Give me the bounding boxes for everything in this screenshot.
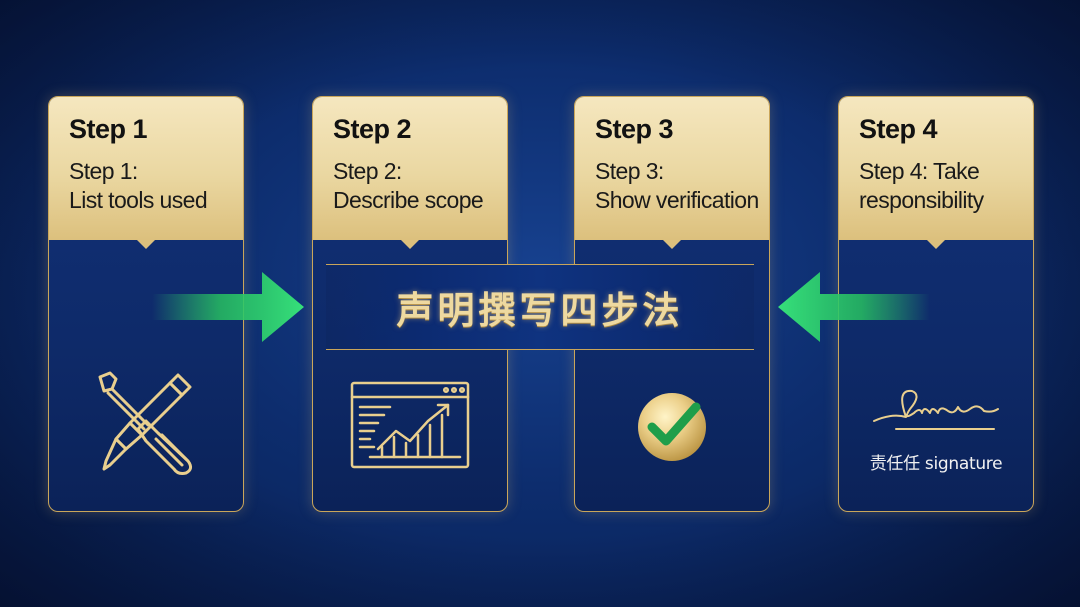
step-card-4-header: Step 4 Step 4: Take responsibility <box>839 97 1033 249</box>
step-2-desc-line-1: Step 2: <box>333 158 402 184</box>
step-1-description: Step 1: List tools used <box>69 157 243 215</box>
step-3-description: Step 3: Show verification <box>595 157 769 215</box>
checkmark-icon <box>575 385 769 465</box>
arrow-right-icon <box>152 268 308 350</box>
title-banner: 声明撰写四步法 <box>326 264 754 350</box>
arrow-left-icon <box>774 268 930 350</box>
step-1-desc-line-2: List tools used <box>69 187 208 213</box>
signature-icon <box>839 383 1033 439</box>
step-card-1-header: Step 1 Step 1: List tools used <box>49 97 243 249</box>
step-4-title: Step 4 <box>859 114 938 144</box>
step-3-title: Step 3 <box>595 114 674 144</box>
step-card-3-header: Step 3 Step 3: Show verification <box>575 97 769 249</box>
signature-caption: 责任任 signature <box>869 454 1003 474</box>
banner-title: 声明撰写四步法 <box>396 289 684 332</box>
chart-window-icon <box>313 379 507 471</box>
step-1-title: Step 1 <box>69 114 148 144</box>
step-4-description: Step 4: Take responsibility <box>859 157 1033 215</box>
tools-icon <box>49 369 243 479</box>
step-1-desc-line-1: Step 1: <box>69 158 138 184</box>
step-4-desc-line-1: Step 4: Take <box>859 158 980 184</box>
step-2-desc-line-2: Describe scope <box>333 187 484 213</box>
step-2-description: Step 2: Describe scope <box>333 157 507 215</box>
step-3-desc-line-2: Show verification <box>595 187 759 213</box>
step-2-title: Step 2 <box>333 114 412 144</box>
step-3-desc-line-1: Step 3: <box>595 158 664 184</box>
step-card-2-header: Step 2 Step 2: Describe scope <box>313 97 507 249</box>
step-4-desc-line-2: responsibility <box>859 187 984 213</box>
